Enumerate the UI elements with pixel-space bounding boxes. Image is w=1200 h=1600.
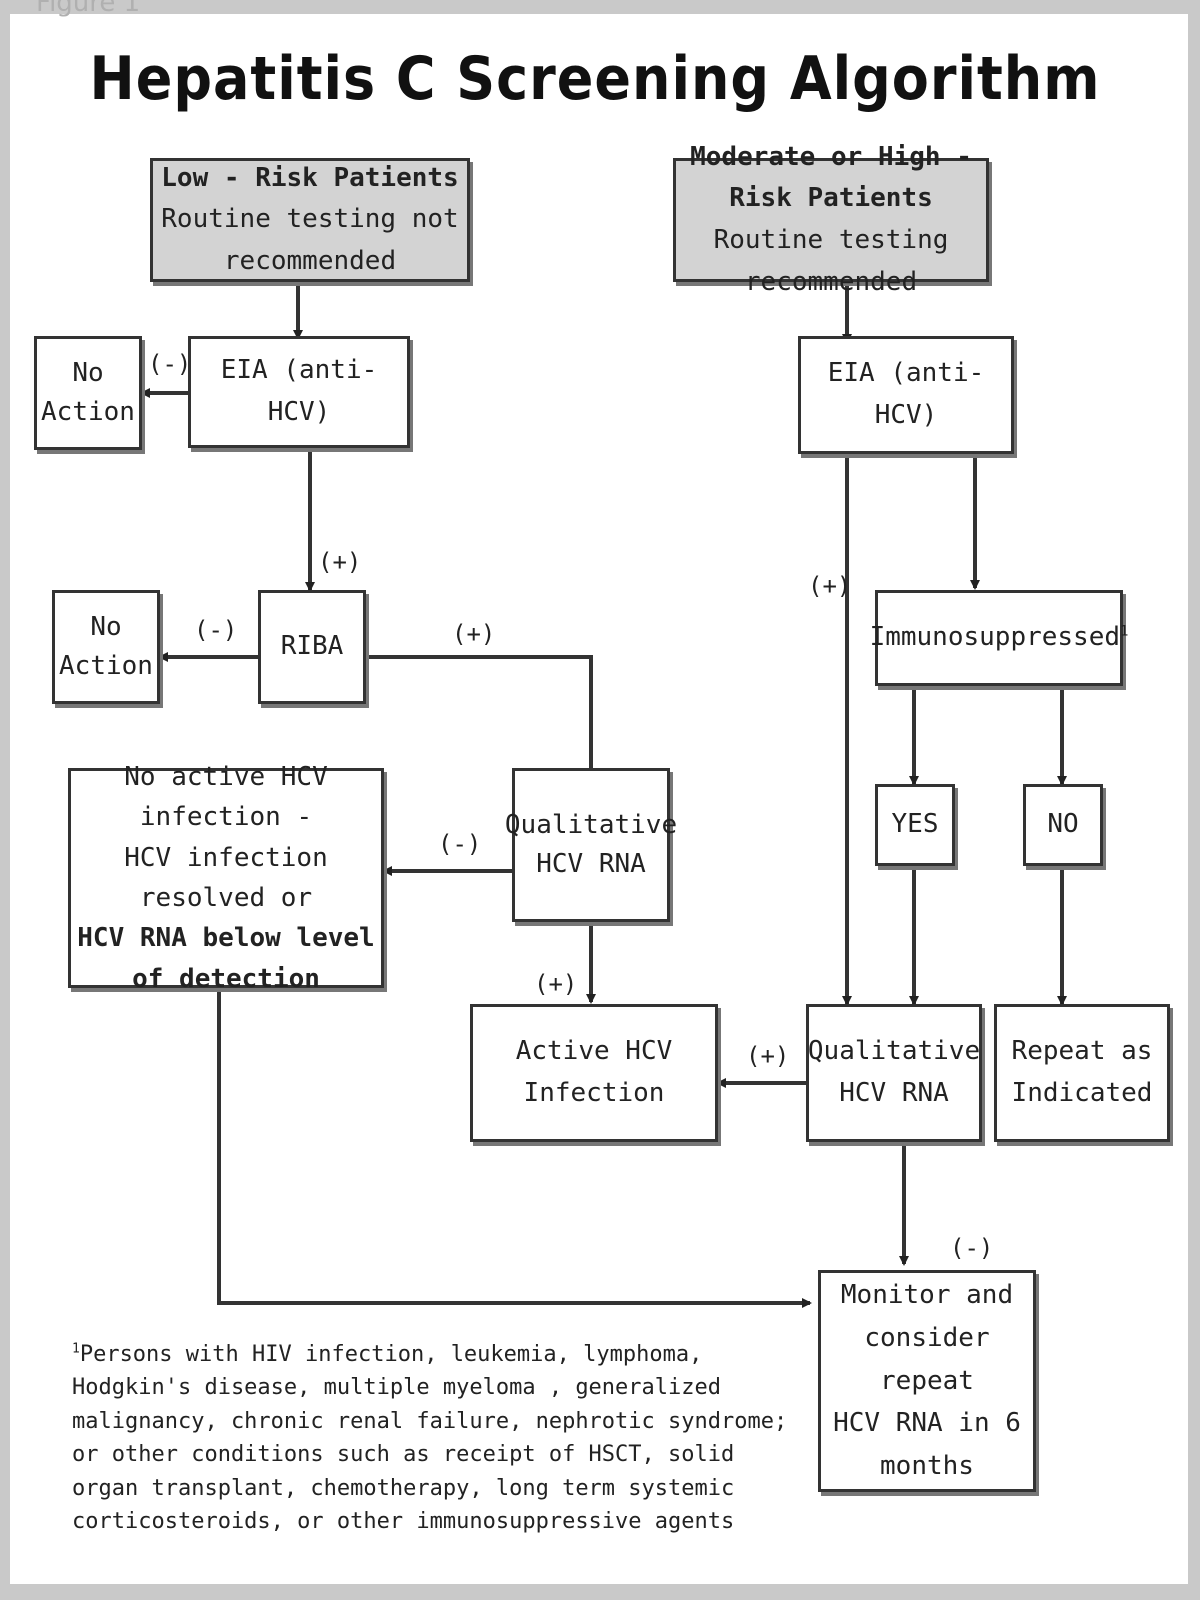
repeat-line1: Repeat as [1011,1036,1153,1067]
eia-right-label: EIA (anti-HCV) [827,358,985,430]
no-box: NO [1023,784,1103,866]
immunosuppressed-box: Immunosuppressed1 [870,590,1128,686]
figure-label: Figure 1 [36,0,141,18]
label-riba-positive: (+) [452,620,496,648]
repeat-as-indicated-box: Repeat as Indicated [994,1004,1170,1142]
label-eia-left-negative: (-) [148,350,192,378]
immunosuppressed-text: Immunosuppressed [869,622,1121,653]
footnote-mark: 1 [72,1341,80,1357]
footnote: 1Persons with HIV infection, leukemia, l… [72,1338,792,1539]
active-hcv-infection-box: Active HCV Infection [470,1004,718,1142]
label-eia-left-positive: (+) [318,548,362,576]
monitor-line4: months [880,1451,974,1482]
no-action-box-1: No Action [34,336,142,450]
high-risk-title: Moderate or High - Risk Patients [690,141,972,214]
eia-right-box: EIA (anti-HCV) [798,336,1014,454]
qual-left-line1: Qualitative [504,810,678,840]
label-eia-right-positive: (+) [808,572,852,600]
riba-label: RIBA [280,631,344,662]
no-active-infection-box: No active HCV infection - HCV infection … [68,762,384,994]
label-qual-right-positive: (+) [746,1042,790,1070]
low-risk-title: Low - Risk Patients [161,162,459,193]
qual-right-line1: Qualitative [807,1036,981,1067]
diagram-title: Hepatitis C Screening Algorithm [89,44,1101,114]
no-label: NO [1047,809,1079,840]
qualitative-rna-right-box: Qualitative HCV RNA [806,1004,982,1142]
no-active-line1: No active HCV infection - [124,762,328,833]
eia-left-box: EIA (anti-HCV) [188,336,410,448]
footnote-text: Persons with HIV infection, leukemia, ly… [72,1342,788,1535]
no-action-2-line2: Action [59,651,153,681]
yes-box: YES [875,784,955,866]
no-action-box-2: No Action [52,590,160,704]
qual-left-line2: HCV RNA [536,849,646,879]
no-action-1-line2: Action [41,397,135,427]
low-risk-box: Low - Risk Patients Routine testing not … [150,158,470,282]
monitor-line2: consider repeat [864,1322,990,1396]
repeat-line2: Indicated [1011,1078,1153,1108]
low-risk-subtitle: Routine testing not recommended [161,204,459,276]
eia-left-label: EIA (anti-HCV) [220,355,378,427]
immunosuppressed-label: Immunosuppressed1 [870,617,1129,659]
active-line2: Infection [523,1078,665,1108]
monitor-box: Monitor and consider repeat HCV RNA in 6… [818,1270,1036,1492]
no-active-line2: HCV infection resolved or [124,842,328,913]
qual-right-line2: HCV RNA [839,1078,949,1108]
active-line1: Active HCV [515,1036,673,1067]
no-action-2-line1: No [90,612,122,642]
label-qual-right-negative: (-) [950,1234,994,1262]
yes-label: YES [891,809,939,840]
monitor-line1: Monitor and [840,1279,1014,1310]
no-action-1-line1: No [72,358,104,388]
high-risk-box: Moderate or High - Risk Patients Routine… [673,142,989,297]
monitor-line3: HCV RNA in 6 [833,1408,1021,1439]
immunosuppressed-footnote-mark: 1 [1120,623,1129,640]
label-qual-left-positive: (+) [534,970,578,998]
riba-box: RIBA [258,590,366,704]
label-riba-negative: (-) [194,616,238,644]
edge-noactive-monitor [217,988,812,1308]
high-risk-subtitle: Routine testing recommended [713,225,949,297]
no-active-line4: of detection [132,963,320,994]
edge-riba-qual [366,655,593,768]
qualitative-rna-left-box: Qualitative HCV RNA [505,768,677,922]
no-active-line3: HCV RNA below level [77,923,375,954]
label-qual-left-negative: (-) [438,830,482,858]
